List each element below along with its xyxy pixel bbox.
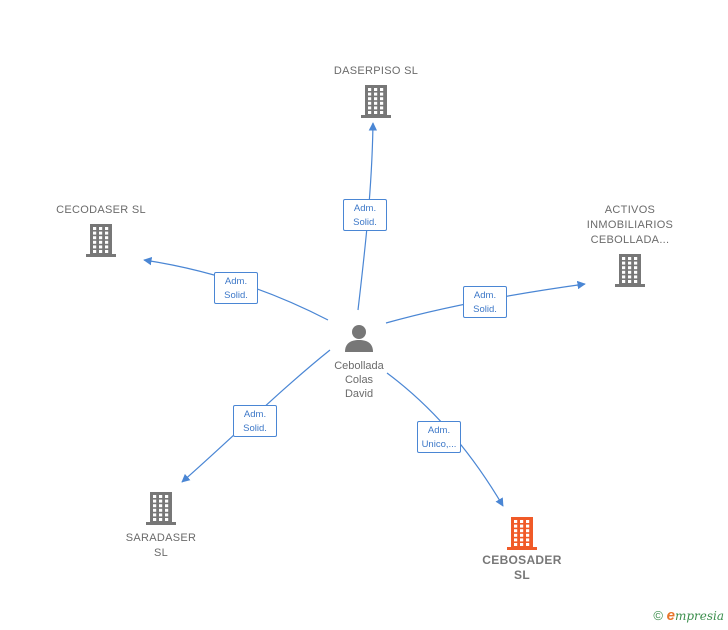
building-icon	[86, 224, 116, 257]
footer-brand: © empresia	[653, 607, 724, 624]
name-line: Cebollada	[334, 360, 384, 372]
edge-label-line: Adm.	[427, 425, 451, 436]
brand-logo-text: mpresia	[674, 609, 724, 623]
edge-label-cecodaser[interactable]: Adm. Solid.	[214, 272, 258, 304]
edge-label-cebosader[interactable]: Adm. Unico,...	[417, 421, 461, 453]
name-line: DASERPISO SL	[333, 65, 419, 77]
name-line: CECODASER SL	[56, 204, 146, 216]
copyright-symbol: ©	[653, 608, 663, 623]
name-line: David	[344, 388, 374, 400]
name-line: CEBOLLADA...	[590, 234, 670, 246]
edge-label-line: Adm.	[224, 276, 248, 287]
name-line: SL	[153, 547, 169, 559]
edge-label-line: Solid.	[473, 304, 497, 315]
building-icon	[146, 492, 176, 525]
building-icon	[615, 254, 645, 287]
edge-label-saradaser[interactable]: Adm. Solid.	[233, 405, 277, 437]
name-line: ACTIVOS	[604, 204, 656, 216]
edge-label-line: Adm.	[473, 290, 497, 301]
edge-label-line: Adm.	[353, 203, 377, 214]
edge-label-activos[interactable]: Adm. Solid.	[463, 286, 507, 318]
company-name[interactable]: DASERPISO SL	[316, 64, 436, 79]
company-name[interactable]: CECODASER SL	[41, 203, 161, 218]
person-icon	[345, 325, 373, 352]
edge-label-line: Solid.	[224, 290, 248, 301]
building-icon	[361, 85, 391, 118]
edge-label-line: Solid.	[353, 217, 377, 228]
edge-label-line: Unico,...	[421, 439, 457, 450]
edge-label-daserpiso[interactable]: Adm. Solid.	[343, 199, 387, 231]
name-line: SL	[514, 568, 530, 582]
name-line: SARADASER	[125, 532, 197, 544]
company-name[interactable]: ACTIVOS INMOBILIARIOS CEBOLLADA...	[570, 203, 690, 248]
name-line: INMOBILIARIOS	[586, 219, 674, 231]
edge-label-line: Solid.	[243, 423, 267, 434]
name-line: CEBOSADER	[482, 553, 562, 567]
building-icon	[507, 517, 537, 550]
brand-logo-e: e	[666, 607, 675, 624]
edge-label-line: Adm.	[243, 409, 267, 420]
company-name[interactable]: SARADASER SL	[111, 531, 211, 561]
name-line: Colas	[344, 374, 374, 386]
